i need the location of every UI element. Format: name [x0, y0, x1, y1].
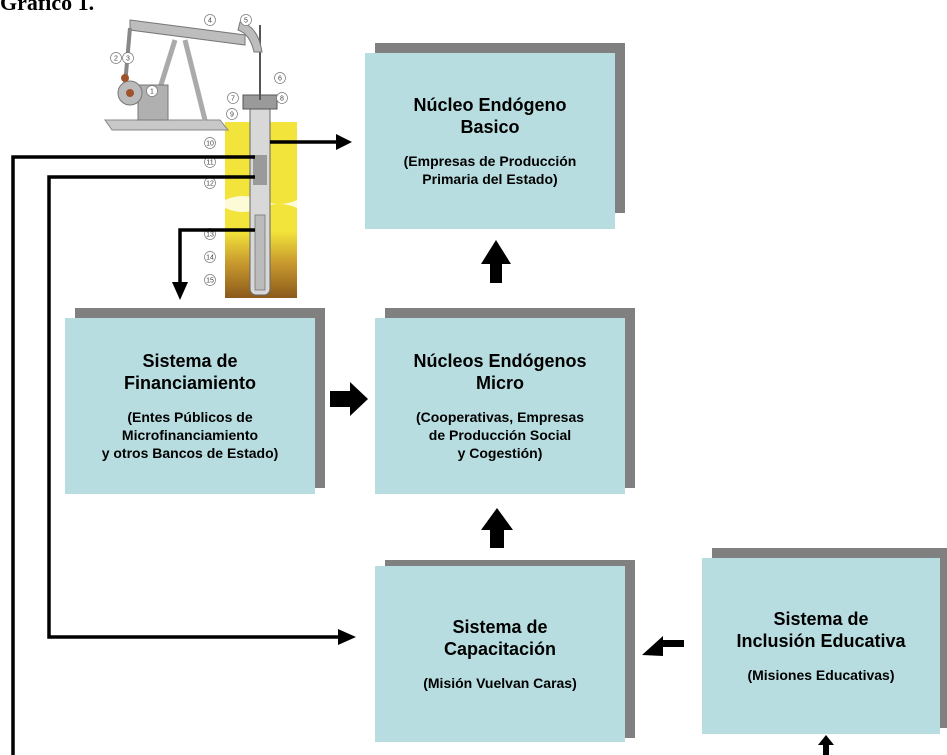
- chart-title: Gráfico 1.: [0, 0, 95, 15]
- pump-label-14: 14: [206, 255, 214, 262]
- block-arrow-left: [642, 636, 684, 656]
- box-subtitle: (Entes Públicos de Microfinanciamiento y…: [101, 409, 279, 461]
- block-arrow-up-middle: [481, 508, 513, 548]
- pump-label-6: 6: [278, 76, 282, 83]
- arrow-up-bottom-right: [818, 735, 834, 755]
- line-to-capacitacion: [47, 175, 340, 639]
- block-arrow-right: [330, 382, 368, 416]
- arrowhead-to-nucleo-basico: [336, 134, 352, 150]
- pump-label-8: 8: [280, 96, 284, 103]
- box-heading: Núcleo Endógeno Basico: [413, 95, 567, 137]
- box-heading: Sistema de Financiamiento: [123, 351, 257, 393]
- pump-label-7: 7: [231, 96, 235, 103]
- line-outer-left: [11, 155, 255, 755]
- pump-label-9: 9: [230, 112, 234, 119]
- nucleo-endogeno-basico-box: Núcleo Endógeno Basico (Empresas de Prod…: [365, 53, 615, 229]
- pump-label-12: 12: [206, 181, 214, 188]
- pump-label-5: 5: [244, 18, 248, 25]
- nucleos-endogenos-micro-box: Núcleos Endógenos Micro (Cooperativas, E…: [375, 318, 625, 494]
- arrowhead-to-financiamiento: [172, 282, 188, 300]
- pump-label-15: 15: [206, 278, 214, 285]
- box-heading: Sistema de Capacitación: [443, 617, 557, 659]
- box-subtitle: (Misión Vuelvan Caras): [423, 675, 577, 691]
- box-subtitle: (Misiones Educativas): [747, 667, 895, 683]
- box-subtitle: (Empresas de Producción Primaria del Est…: [403, 153, 577, 187]
- sistema-inclusion-educativa-box: Sistema de Inclusión Educativa (Misiones…: [702, 558, 940, 734]
- pump-label-2: 2: [114, 56, 118, 63]
- line-to-financiamiento: [178, 228, 255, 285]
- arrowhead-to-capacitacion: [338, 629, 356, 645]
- pump-label-13: 13: [206, 232, 214, 239]
- pump-label-4: 4: [208, 18, 212, 25]
- box-heading: Sistema de Inclusión Educativa: [736, 609, 906, 651]
- sistema-capacitacion-box: Sistema de Capacitación (Misión Vuelvan …: [375, 566, 625, 742]
- sistema-financiamiento-box: Sistema de Financiamiento (Entes Público…: [65, 318, 315, 494]
- pump-label-3: 3: [126, 56, 130, 63]
- pump-label-1: 1: [150, 89, 154, 96]
- box-subtitle: (Cooperativas, Empresas de Producción So…: [415, 409, 585, 461]
- pump-label-11: 11: [206, 160, 213, 167]
- box-heading: Núcleos Endógenos Micro: [413, 351, 587, 393]
- block-arrow-up-top: [481, 240, 511, 283]
- pump-label-10: 10: [206, 141, 214, 148]
